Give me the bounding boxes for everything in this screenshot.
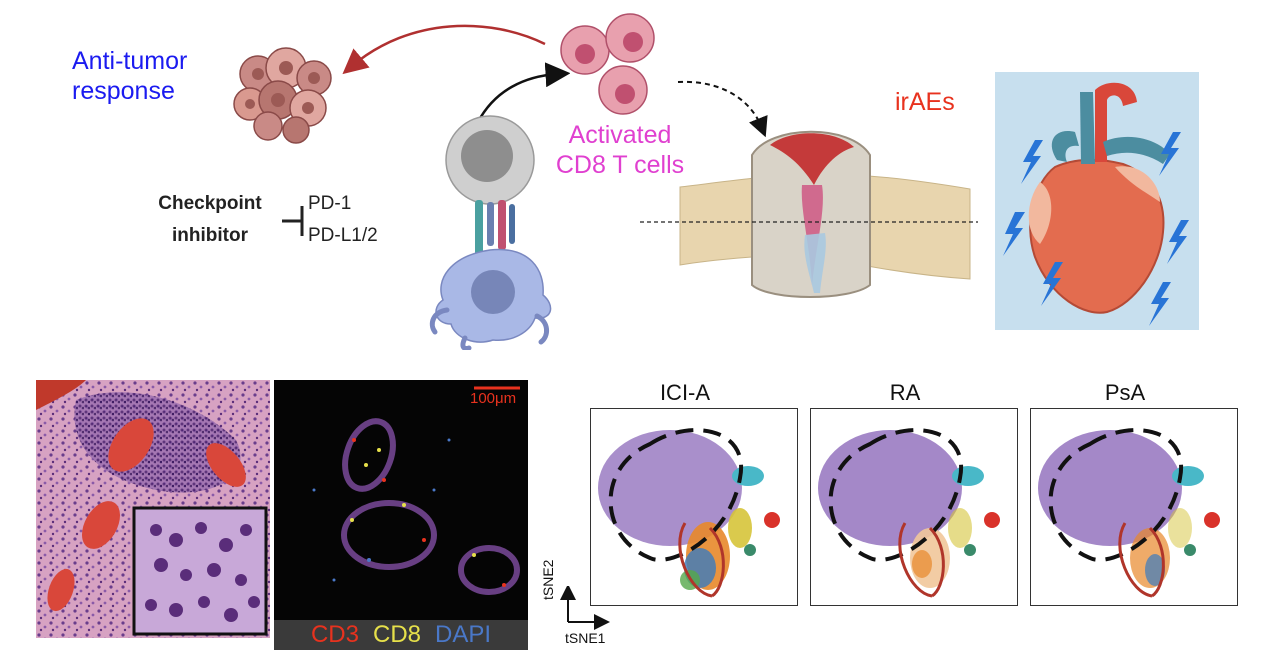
tsne-title-ra: RA: [889, 380, 921, 405]
checkpoint-molecules-label: PD-1 PD-L1/2: [308, 193, 378, 246]
checkpoint-inhibitor-label: Checkpoint inhibitor: [158, 193, 262, 246]
joint-icon: [640, 130, 978, 298]
tsne-axes-arrows: [560, 586, 610, 630]
activated-t-cells-icon: [560, 13, 655, 115]
legend-cd8: CD8: [372, 621, 421, 648]
tsne-title-psa: PsA: [1104, 380, 1146, 405]
activated-t-cells-label: Activated CD8 T cells: [555, 121, 685, 179]
if-legend: CD3 CD8 DAPI: [274, 620, 528, 650]
tsne-x-axis-label: tSNE1: [565, 630, 606, 646]
tsne-y-axis-label: tSNE2: [540, 559, 556, 600]
he-histology-image: [36, 380, 270, 638]
migration-arrow: [677, 80, 768, 138]
feedback-arrow: [342, 24, 546, 75]
tsne-title-ici-a: ICI-A: [659, 380, 711, 405]
lightning-icon: [1003, 132, 1189, 326]
legend-dapi: DAPI: [435, 621, 492, 648]
anti-tumor-label: Anti-tumor response: [72, 47, 188, 105]
activation-arrow: [476, 62, 570, 123]
heart-icon: [995, 72, 1199, 330]
tsne-plot-ra: [810, 408, 1018, 606]
inhibition-bar: [282, 206, 304, 236]
tsne-plot-ici-a: [590, 408, 798, 606]
scale-bar-label: 100μm: [470, 390, 517, 407]
tsne-plot-psa: [1030, 408, 1238, 606]
tumor-cluster-icon: [233, 47, 332, 144]
iraes-label: irAEs: [895, 88, 955, 116]
immunofluorescence-image: [274, 380, 528, 620]
t-cell-apc-icon: [429, 115, 552, 350]
legend-cd3: CD3: [310, 621, 359, 648]
